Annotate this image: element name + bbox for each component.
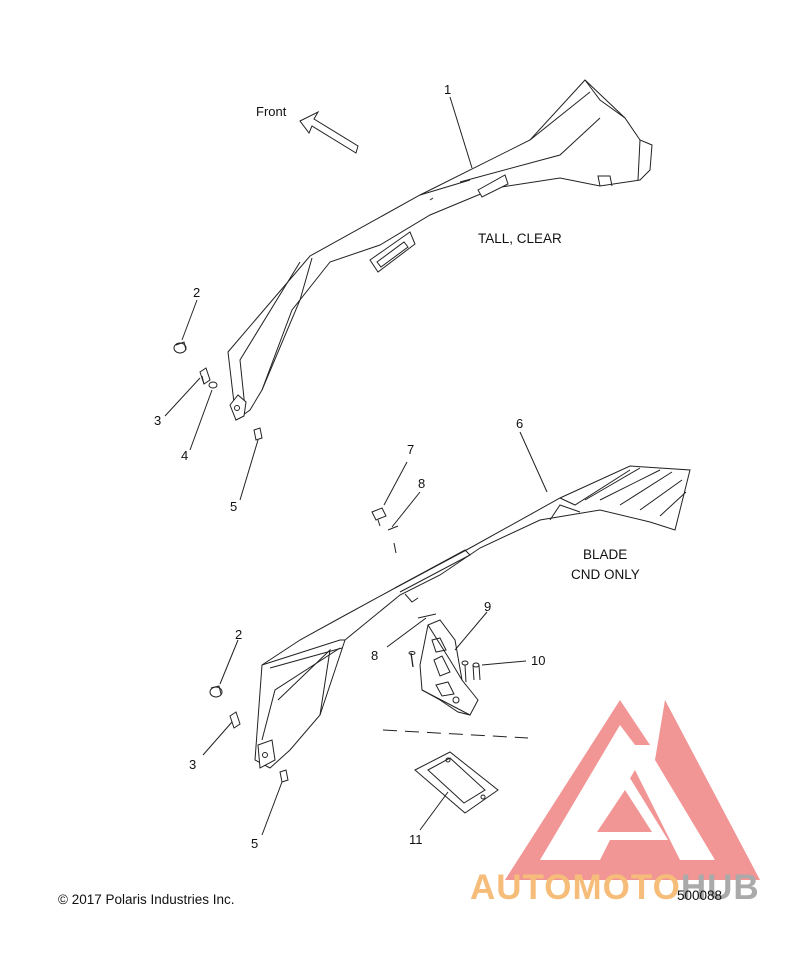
part-6-blade-shield (254, 465, 691, 769)
part-5-nut-lower (279, 769, 289, 783)
callout-7: 7 (407, 442, 415, 457)
lower-note-line2: CND ONLY (571, 567, 640, 582)
callout-8-lower: 8 (371, 648, 379, 663)
part-1-tall-clear-shield (227, 79, 653, 421)
part-3-screw-lower (229, 711, 241, 729)
figure-number: 500088 (677, 888, 723, 903)
callout-5-upper: 5 (230, 499, 238, 514)
callout-3-lower: 3 (189, 757, 197, 772)
part-2-push-rivet-upper (173, 341, 187, 354)
callout-2-upper: 2 (193, 285, 201, 300)
callout-1: 1 (444, 82, 452, 97)
part-5-nut-upper (253, 427, 263, 441)
front-label: Front (256, 104, 287, 119)
callout-5-lower: 5 (251, 836, 259, 851)
part-4-washer (208, 381, 218, 389)
part-10-pin (472, 662, 481, 681)
callout-8-upper: 8 (418, 476, 426, 491)
callout-10: 10 (531, 653, 546, 668)
automotohub-logo-icon (505, 700, 760, 880)
copyright-text: © 2017 Polaris Industries Inc. (58, 892, 235, 907)
part-8-clip-lower (417, 613, 437, 619)
watermark-text-part2: HUB (680, 868, 760, 907)
part-9-bracket (408, 619, 479, 716)
callout-6: 6 (516, 416, 524, 431)
part-3-screw-upper (199, 367, 211, 385)
callout-4: 4 (181, 448, 189, 463)
part-7-rivet (371, 507, 387, 527)
callout-3-upper: 3 (154, 413, 162, 428)
watermark-text-part1: AUTOMOTO (470, 868, 681, 907)
callout-11: 11 (409, 832, 423, 847)
front-arrow-icon (299, 110, 359, 154)
part-8-clip-upper (387, 525, 399, 554)
upper-note: TALL, CLEAR (478, 231, 562, 246)
part-2-push-rivet-lower (209, 685, 223, 698)
watermark-text: AUTOMOTOHUB (470, 868, 760, 908)
part-11-gasket (414, 751, 499, 814)
callout-2-lower: 2 (235, 627, 243, 642)
lower-note-line1: BLADE (583, 547, 628, 562)
callout-9: 9 (484, 599, 492, 614)
